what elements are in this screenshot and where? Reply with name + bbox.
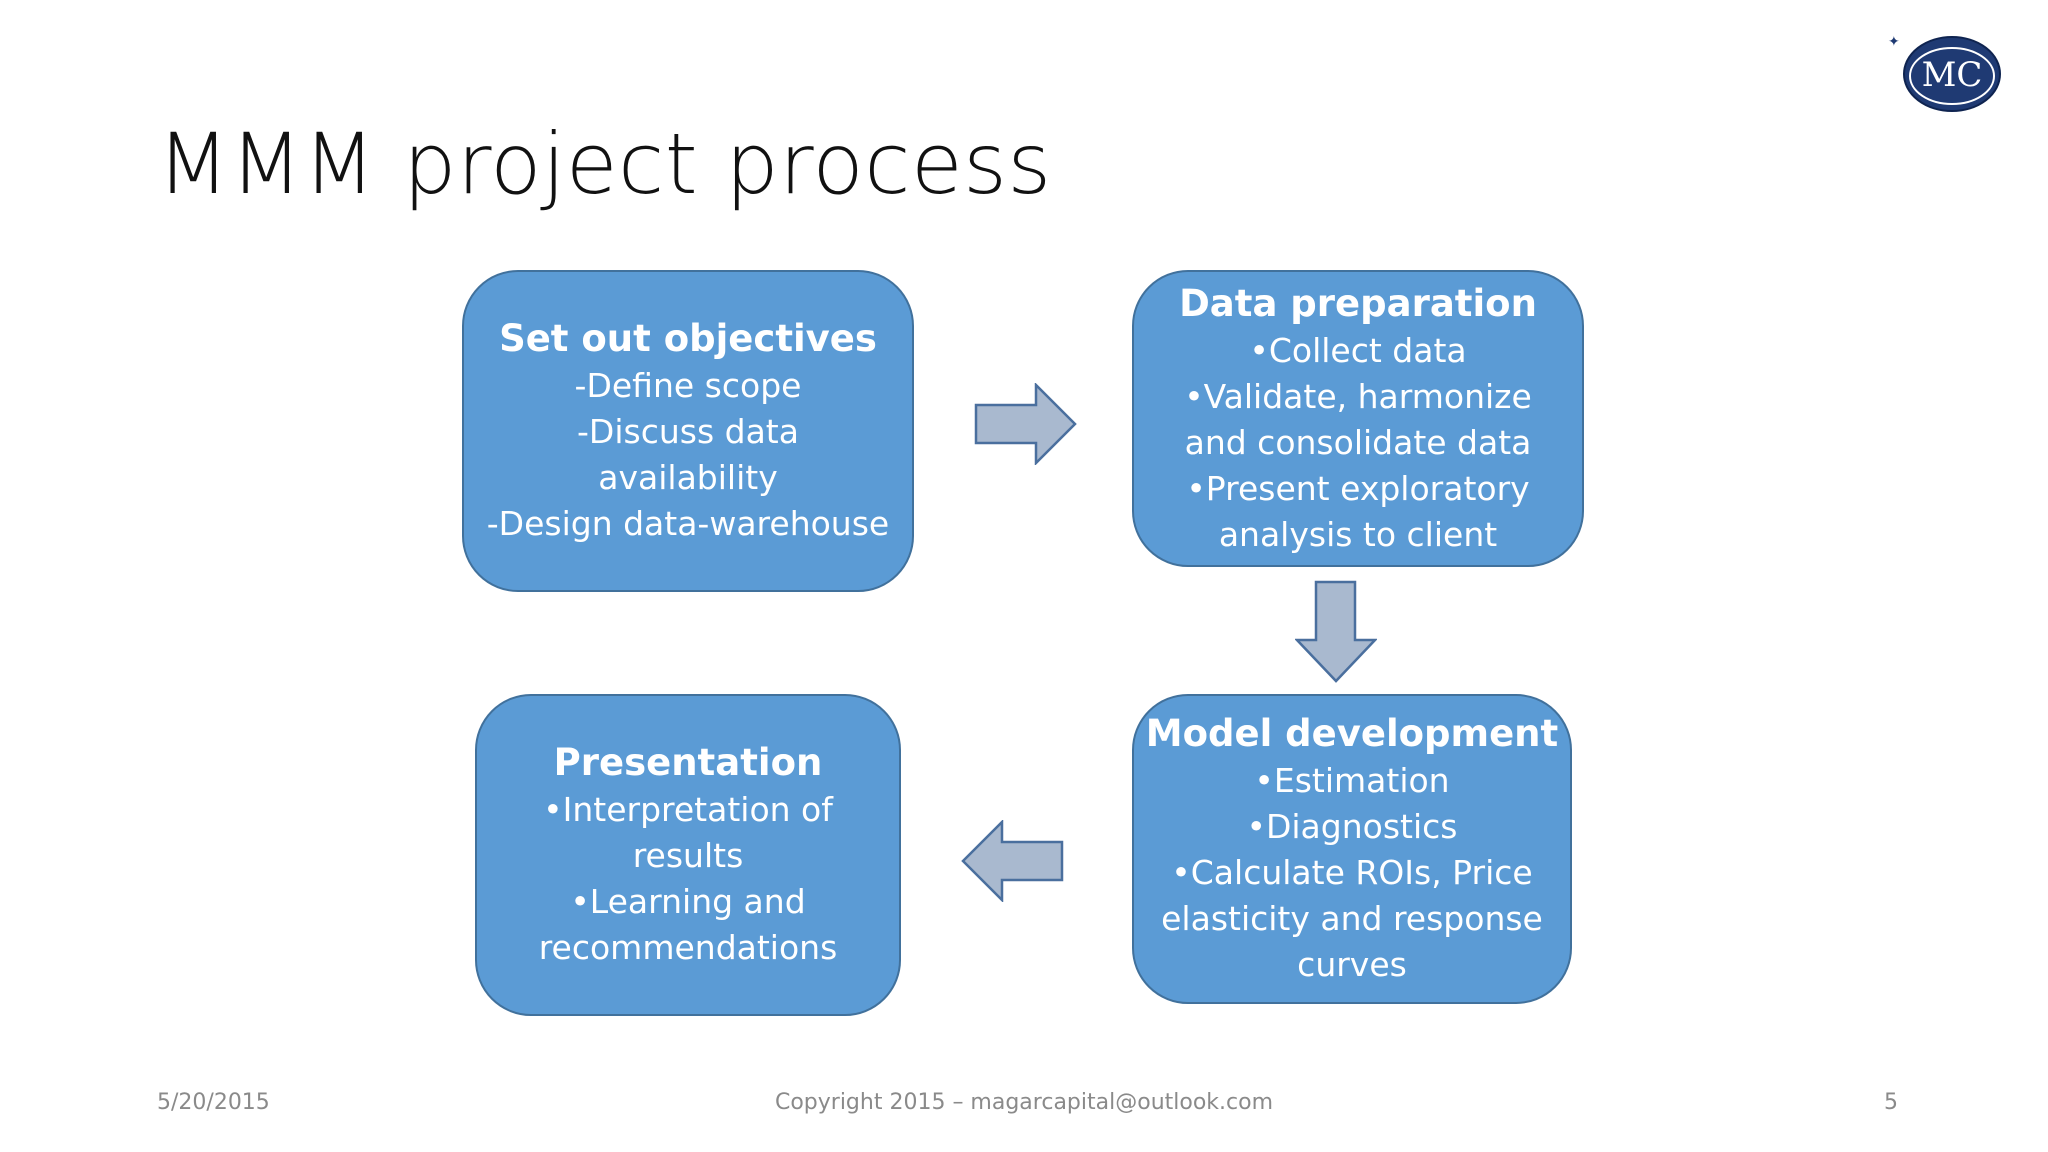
step-line: •Present exploratory xyxy=(1186,468,1530,508)
step-box-presentation: Presentation •Interpretation of results … xyxy=(475,694,901,1016)
step-box-objectives: Set out objectives -Define scope -Discus… xyxy=(462,270,914,592)
step-line: analysis to client xyxy=(1218,514,1498,554)
step-heading: Set out objectives xyxy=(499,317,877,360)
footer-date: 5/20/2015 xyxy=(157,1090,270,1115)
step-line: -Define scope xyxy=(574,366,802,405)
step-line: •Calculate ROIs, Price xyxy=(1171,853,1533,892)
step-line: -Design data-warehouse xyxy=(486,504,890,543)
arrow-right-icon xyxy=(974,383,1077,465)
step-heading: Data preparation xyxy=(1179,281,1537,325)
slide-title: MMM project process xyxy=(157,115,1052,213)
arrow-left-icon xyxy=(961,820,1064,902)
step-line: •Validate, harmonize xyxy=(1184,376,1532,416)
step-line: -Discuss data xyxy=(577,412,799,451)
step-line: •Interpretation of xyxy=(543,790,833,829)
step-line: •Learning and xyxy=(570,882,806,921)
footer-copyright: Copyright 2015 – magarcapital@outlook.co… xyxy=(774,1090,1274,1115)
step-line: curves xyxy=(1297,945,1407,984)
step-heading: Presentation xyxy=(553,741,823,784)
step-line: elasticity and response xyxy=(1161,899,1543,938)
step-line: availability xyxy=(598,458,778,497)
logo-text: MC xyxy=(1922,55,1983,95)
step-line: and consolidate data xyxy=(1184,422,1532,462)
mc-logo-icon: ✦ MC xyxy=(1888,34,2001,112)
sparkle-icon: ✦ xyxy=(1888,34,1900,50)
step-line: •Estimation xyxy=(1254,761,1450,800)
step-box-model-development: Model development •Estimation •Diagnosti… xyxy=(1132,694,1572,1004)
step-heading: Model development xyxy=(1145,712,1559,755)
step-line: recommendations xyxy=(538,928,838,967)
step-line: •Diagnostics xyxy=(1246,807,1458,846)
step-line: •Collect data xyxy=(1249,330,1467,370)
step-box-data-preparation: Data preparation •Collect data •Validate… xyxy=(1132,270,1584,567)
step-line: results xyxy=(632,836,744,875)
footer-page-number: 5 xyxy=(1884,1090,1898,1115)
arrow-down-icon xyxy=(1295,580,1377,683)
